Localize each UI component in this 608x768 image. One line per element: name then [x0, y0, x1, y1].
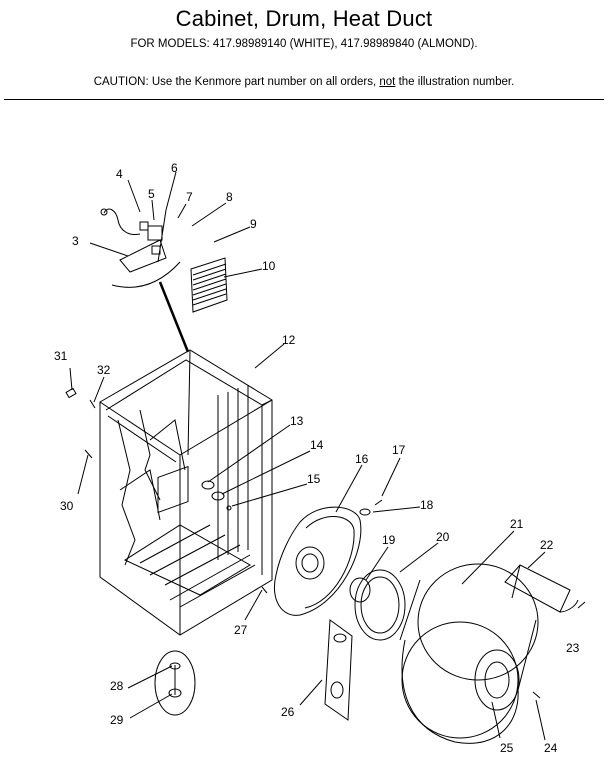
part-31: [65, 387, 77, 399]
callout-14: 14: [310, 438, 324, 452]
callout-24: 24: [544, 741, 558, 755]
callout-12: 12: [282, 333, 296, 347]
caution-line: CAUTION: Use the Kenmore part number on …: [0, 76, 608, 88]
seal-ring-20-inner: [360, 576, 400, 634]
baffle-part: [504, 564, 579, 613]
callout-28: 28: [110, 679, 124, 693]
callout-13: 13: [290, 414, 304, 428]
drum-part: [399, 563, 539, 744]
callout-26: 26: [281, 705, 295, 719]
callout-31: 31: [54, 349, 68, 363]
callout-3: 3: [72, 234, 79, 248]
callout-labels: 4 5 6 7 8 9 3 10 12 31 32 13 14 15 16 17…: [54, 161, 580, 755]
callout-32: 32: [97, 363, 111, 377]
callout-8: 8: [226, 190, 233, 204]
part-23: [577, 601, 586, 609]
callout-15: 15: [307, 472, 321, 486]
header-divider: [4, 99, 604, 100]
top-bracket-part: [100, 208, 181, 288]
callout-19: 19: [382, 533, 396, 547]
callout-6: 6: [171, 161, 178, 175]
callout-17: 17: [392, 443, 406, 457]
caution-text-after: the illustration number.: [395, 76, 515, 88]
felt-seal-19: [349, 577, 371, 603]
duct-bracket-part: [324, 619, 353, 721]
leader-lines: [69, 171, 546, 741]
callout-18: 18: [420, 498, 434, 512]
callout-22: 22: [540, 538, 554, 552]
part-32: [89, 399, 96, 409]
callout-30: 30: [60, 499, 74, 513]
top-leader-line: [158, 281, 190, 353]
caution-text-not: not: [379, 76, 396, 88]
callout-4: 4: [116, 167, 123, 181]
callout-21: 21: [510, 517, 524, 531]
front-bulkhead-part: [274, 506, 362, 616]
part-24: [532, 691, 541, 699]
callout-16: 16: [355, 452, 369, 466]
grille-part: [190, 257, 228, 313]
callout-10: 10: [262, 259, 276, 273]
models-line: FOR MODELS: 417.98989140 (WHITE), 417.98…: [130, 38, 478, 50]
part-17: [374, 499, 383, 506]
cabinet-part: [99, 349, 273, 636]
part-27: [261, 586, 268, 594]
callout-27: 27: [234, 623, 248, 637]
roller-13: [201, 480, 215, 490]
part-30: [84, 449, 93, 459]
diagram-title: Cabinet, Drum, Heat Duct: [175, 6, 433, 31]
callout-7: 7: [186, 190, 193, 204]
leveling-leg-inset: [154, 650, 196, 716]
callout-5: 5: [148, 187, 155, 201]
seal-ring-20: [354, 569, 406, 641]
roller-14: [211, 491, 225, 501]
callout-20: 20: [436, 530, 450, 544]
callout-23: 23: [566, 641, 580, 655]
callout-9: 9: [250, 217, 257, 231]
callout-25: 25: [500, 741, 514, 755]
callout-29: 29: [110, 713, 124, 727]
part-18: [359, 508, 371, 516]
caution-text-before: CAUTION: Use the Kenmore part number on …: [93, 76, 380, 88]
part-15: [226, 505, 232, 511]
